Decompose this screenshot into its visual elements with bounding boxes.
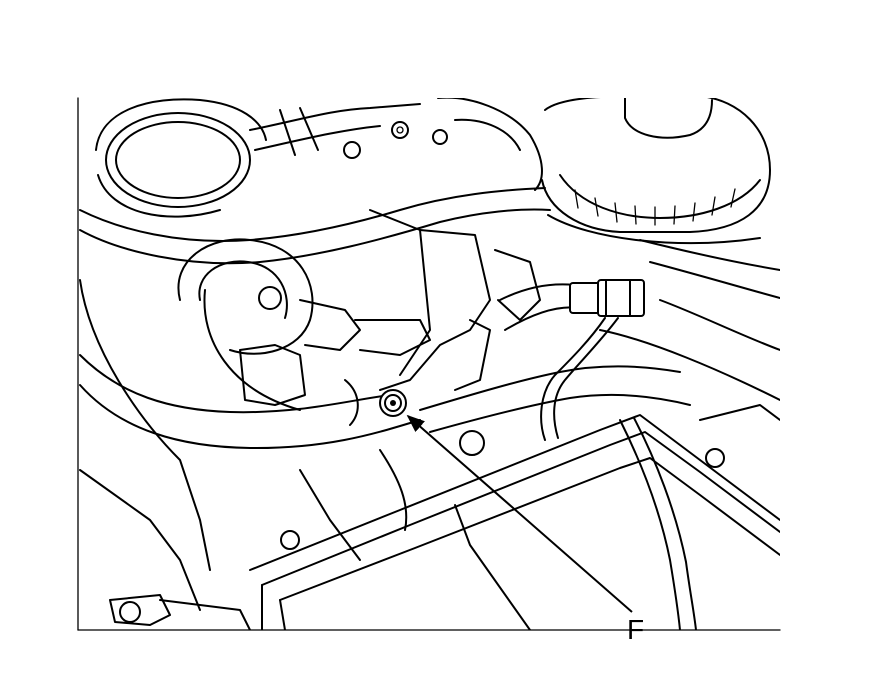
bolt: [379, 389, 407, 417]
upper-hoses: [79, 98, 551, 265]
intake-ring: [95, 98, 267, 218]
callout-label-f: F: [627, 614, 645, 645]
reservoir-cap: [541, 98, 771, 245]
lower-left-structure: [79, 279, 408, 630]
central-manifold: [177, 121, 541, 456]
connector-line: [499, 279, 645, 441]
right-hoses: [599, 239, 780, 401]
main-hose: [79, 289, 691, 450]
callout-leader-line: [406, 414, 633, 613]
air-cleaner-box: [249, 404, 780, 630]
